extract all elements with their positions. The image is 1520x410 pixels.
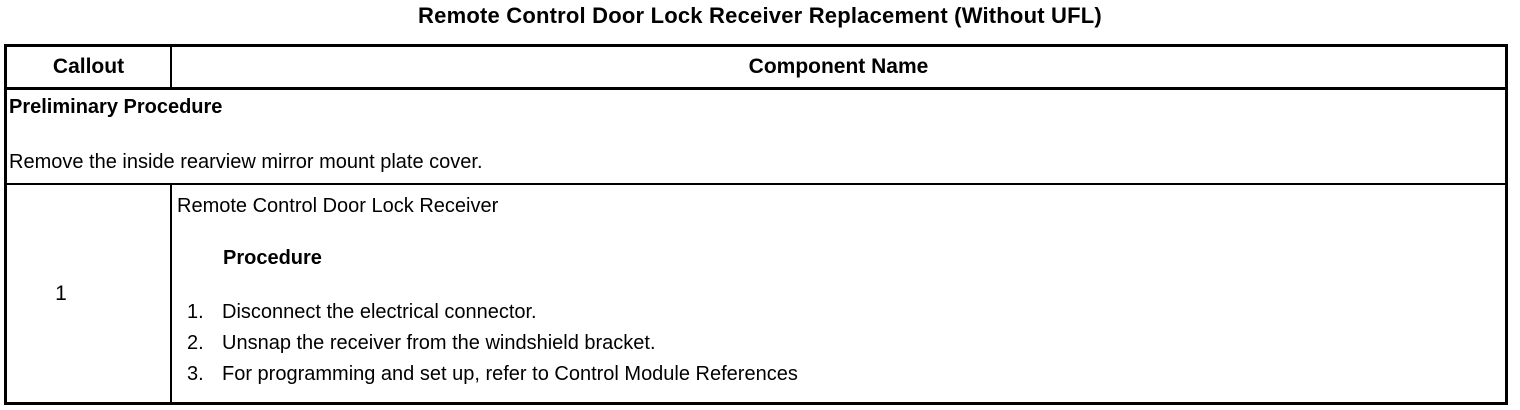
step-text: Disconnect the electrical connector. bbox=[222, 301, 537, 323]
step-text: For programming and set up, refer to Con… bbox=[222, 363, 798, 385]
column-header-component-name: Component Name bbox=[748, 55, 929, 78]
table-row: 1 Remote Control Door Lock Receiver Proc… bbox=[7, 185, 1505, 402]
step-number: 3. bbox=[187, 363, 204, 385]
page-title: Remote Control Door Lock Receiver Replac… bbox=[418, 3, 1102, 28]
preliminary-procedure-heading: Preliminary Procedure bbox=[9, 96, 223, 118]
preliminary-procedure-text: Remove the inside rearview mirror mount … bbox=[9, 151, 483, 173]
procedure-step: 3. For programming and set up, refer to … bbox=[177, 363, 1497, 385]
preliminary-procedure-row: Preliminary Procedure Remove the inside … bbox=[7, 90, 1505, 185]
component-name-text: Remote Control Door Lock Receiver bbox=[177, 195, 499, 217]
table-header-row: Callout Component Name bbox=[7, 47, 1505, 90]
step-number: 2. bbox=[187, 332, 204, 354]
column-header-callout: Callout bbox=[7, 47, 172, 87]
component-table: Callout Component Name Preliminary Proce… bbox=[4, 44, 1508, 405]
step-number: 1. bbox=[187, 301, 204, 323]
procedure-steps-list: 1. Disconnect the electrical connector. … bbox=[177, 301, 1497, 385]
component-name-cell: Remote Control Door Lock Receiver Proced… bbox=[172, 185, 1505, 402]
procedure-step: 2. Unsnap the receiver from the windshie… bbox=[177, 332, 1497, 354]
procedure-step: 1. Disconnect the electrical connector. bbox=[177, 301, 1497, 323]
callout-number-cell: 1 bbox=[7, 185, 172, 402]
procedure-heading: Procedure bbox=[223, 247, 322, 269]
step-text: Unsnap the receiver from the windshield … bbox=[222, 332, 656, 354]
